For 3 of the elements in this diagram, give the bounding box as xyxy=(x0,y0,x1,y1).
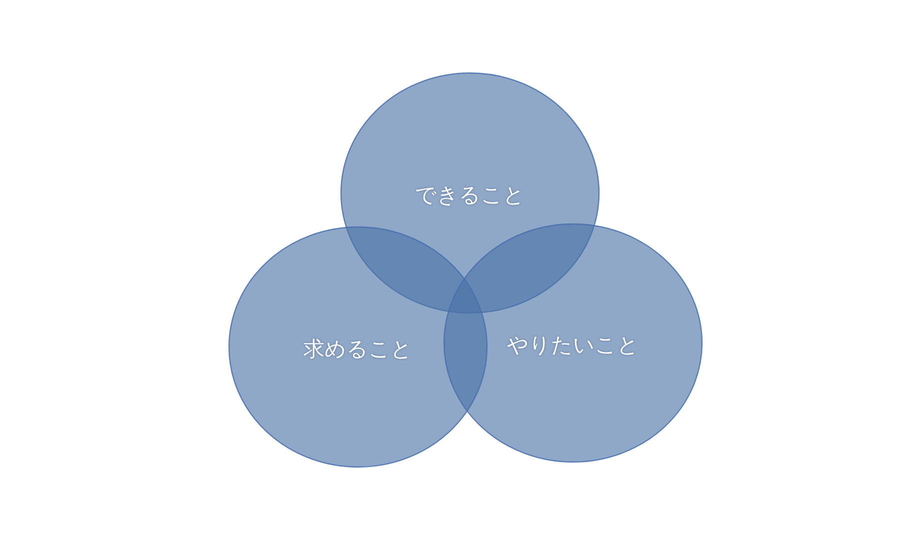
circle-label: やりたいこと xyxy=(507,332,639,359)
circle-label: 求めること xyxy=(304,336,412,363)
circle-label: できること xyxy=(415,182,525,209)
